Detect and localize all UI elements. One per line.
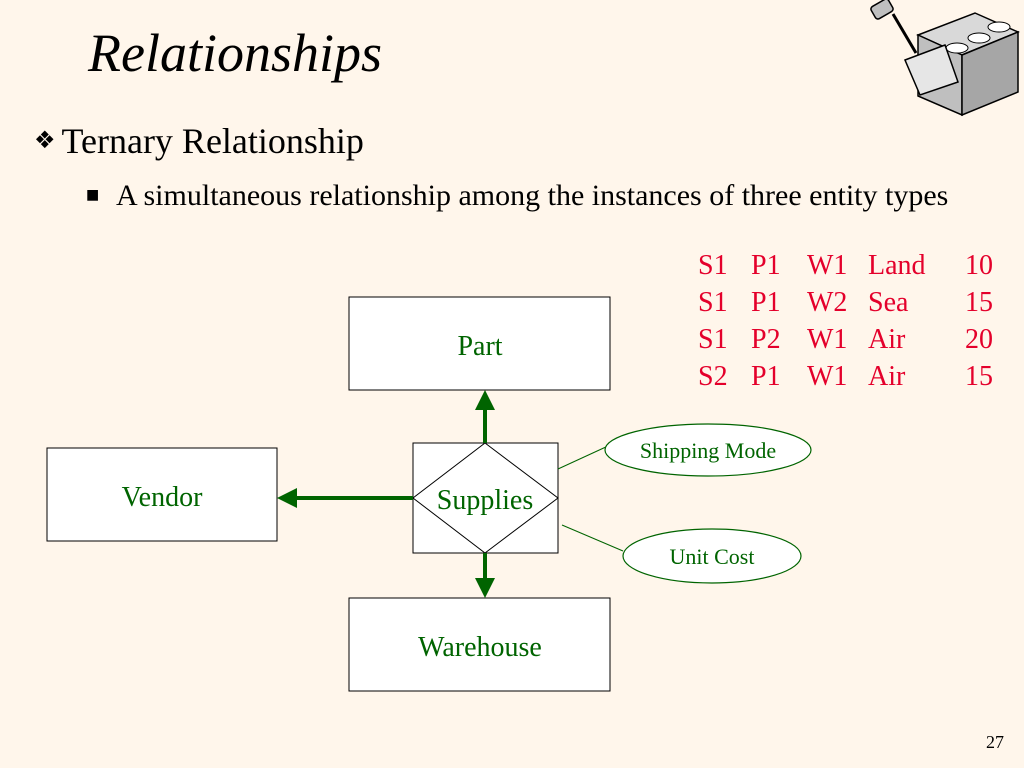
bullet-ternary: ❖Ternary Relationship [34, 120, 364, 162]
attribute-shipping-mode [604, 423, 812, 477]
tuple-cell: P1 [751, 361, 781, 392]
connector-unit-cost [561, 524, 624, 552]
slide-title: Relationships [88, 23, 382, 83]
tuple-cell: S1 [698, 324, 728, 355]
tuple-row: S1 P1 W2 Sea 15 [698, 284, 993, 321]
entity-part-label: Part [457, 331, 502, 362]
bullet-ternary-label: Ternary Relationship [61, 121, 364, 161]
tuple-cell: Land [868, 250, 926, 281]
tuple-cell: S2 [698, 361, 728, 392]
attribute-unit-cost-label: Unit Cost [670, 544, 755, 569]
attribute-shipping-mode-label: Shipping Mode [640, 438, 776, 463]
tuple-cell: Air [868, 361, 906, 392]
tuple-cell: S1 [698, 287, 728, 318]
attribute-unit-cost [622, 528, 802, 584]
tuple-cell: P2 [751, 324, 781, 355]
relationship-label: Supplies [437, 485, 533, 516]
square-bullet-icon: ■ [86, 187, 100, 203]
tuple-cell: S1 [698, 250, 728, 281]
tuple-cell: W2 [807, 287, 848, 318]
tuple-cell: P1 [751, 287, 781, 318]
bullet-definition: ■ A simultaneous relationship among the … [86, 174, 1006, 217]
entity-vendor-box [46, 447, 278, 542]
tuple-cell: W1 [807, 324, 848, 355]
tuple-cell: 10 [965, 250, 993, 281]
tuple-cell: P1 [751, 250, 781, 281]
entity-vendor-label: Vendor [122, 482, 204, 513]
tuple-row: S1 P1 W1 Land 10 [698, 247, 993, 284]
tuple-cell: 15 [965, 361, 993, 392]
tuple-row: S1 P2 W1 Air 20 [698, 321, 993, 358]
tuple-row: S2 P1 W1 Air 15 [698, 358, 993, 395]
tuple-cell: 15 [965, 287, 993, 318]
entity-warehouse-box [348, 597, 611, 692]
tuple-cell: W1 [807, 250, 848, 281]
tuple-cell: 20 [965, 324, 993, 355]
trowel-brick-icon [870, 0, 1020, 117]
diamond-bullet-icon: ❖ [34, 126, 56, 154]
connector-shipping-mode [557, 445, 609, 470]
page-number: 27 [986, 732, 1004, 752]
tuple-cell: W1 [807, 361, 848, 392]
tuple-cell: Sea [868, 287, 909, 318]
entity-warehouse-label: Warehouse [418, 632, 542, 663]
entity-part-box [348, 296, 611, 391]
bullet-definition-text: A simultaneous relationship among the in… [116, 179, 949, 212]
tuple-cell: Air [868, 324, 906, 355]
